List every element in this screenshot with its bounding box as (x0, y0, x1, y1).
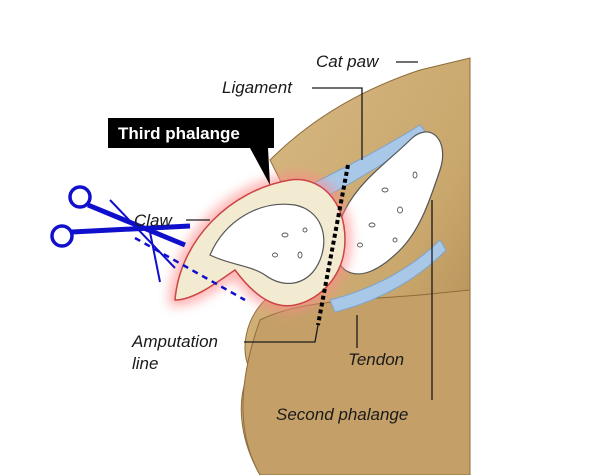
ligament-leader (312, 87, 363, 160)
label-tendon: Tendon (348, 350, 404, 369)
third-phalange-tag-pointer (250, 148, 270, 185)
amputation-cut-line (316, 164, 350, 326)
label-second-phalange: Second phalange (276, 405, 408, 424)
tendon-band (329, 239, 447, 313)
label-amputation-line: line (132, 354, 158, 373)
amputation-leader (244, 324, 319, 343)
third-phalange-bone (209, 203, 325, 284)
bone-texture (357, 171, 418, 248)
label-cat-paw: Cat paw (316, 52, 380, 71)
bone-texture-2 (272, 227, 308, 259)
scissors-icon[interactable] (50, 185, 191, 283)
label-amputation: Amputation (131, 332, 218, 351)
third-phalange-tag (108, 118, 274, 148)
label-third-phalange: Third phalange (118, 124, 240, 143)
label-claw: Claw (134, 211, 174, 230)
label-ligament: Ligament (222, 78, 293, 97)
